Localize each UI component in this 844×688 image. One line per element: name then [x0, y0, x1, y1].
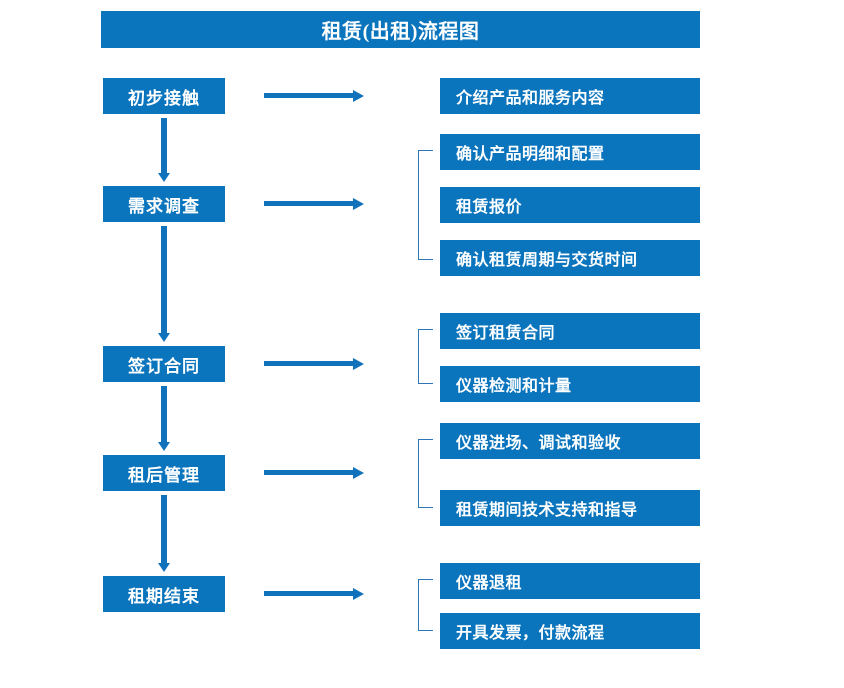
detail-arrow-2 — [264, 198, 364, 210]
detail-group-bracket-4 — [418, 439, 433, 508]
stage-box-3[interactable]: 签订合同 — [103, 346, 225, 382]
detail-box-5[interactable]: 签订租赁合同 — [440, 313, 700, 349]
detail-box-8[interactable]: 租赁期间技术支持和指导 — [440, 490, 700, 526]
detail-arrow-4 — [264, 467, 364, 479]
detail-box-10[interactable]: 开具发票，付款流程 — [440, 613, 700, 649]
detail-group-bracket-5 — [418, 579, 433, 631]
stage-box-5[interactable]: 租期结束 — [103, 576, 225, 612]
stage-connector-arrow-4-5 — [158, 495, 170, 572]
detail-box-4[interactable]: 确认租赁周期与交货时间 — [440, 240, 700, 276]
stage-connector-arrow-1-2 — [158, 118, 170, 182]
detail-group-bracket-3 — [418, 329, 433, 384]
detail-box-1[interactable]: 介绍产品和服务内容 — [440, 78, 700, 114]
stage-connector-arrow-2-3 — [158, 226, 170, 342]
detail-box-7[interactable]: 仪器进场、调试和验收 — [440, 423, 700, 459]
detail-arrow-3 — [264, 358, 364, 370]
stage-box-2[interactable]: 需求调查 — [103, 186, 225, 222]
stage-connector-arrow-3-4 — [158, 386, 170, 451]
stage-box-1[interactable]: 初步接触 — [103, 78, 225, 114]
detail-box-3[interactable]: 租赁报价 — [440, 187, 700, 223]
stage-box-4[interactable]: 租后管理 — [103, 455, 225, 491]
detail-group-bracket-2 — [418, 150, 433, 260]
page-title: 租赁(出租)流程图 — [101, 11, 700, 48]
detail-arrow-5 — [264, 588, 364, 600]
detail-box-6[interactable]: 仪器检测和计量 — [440, 366, 700, 402]
detail-box-2[interactable]: 确认产品明细和配置 — [440, 134, 700, 170]
detail-box-9[interactable]: 仪器退租 — [440, 563, 700, 599]
detail-arrow-1 — [264, 90, 364, 102]
